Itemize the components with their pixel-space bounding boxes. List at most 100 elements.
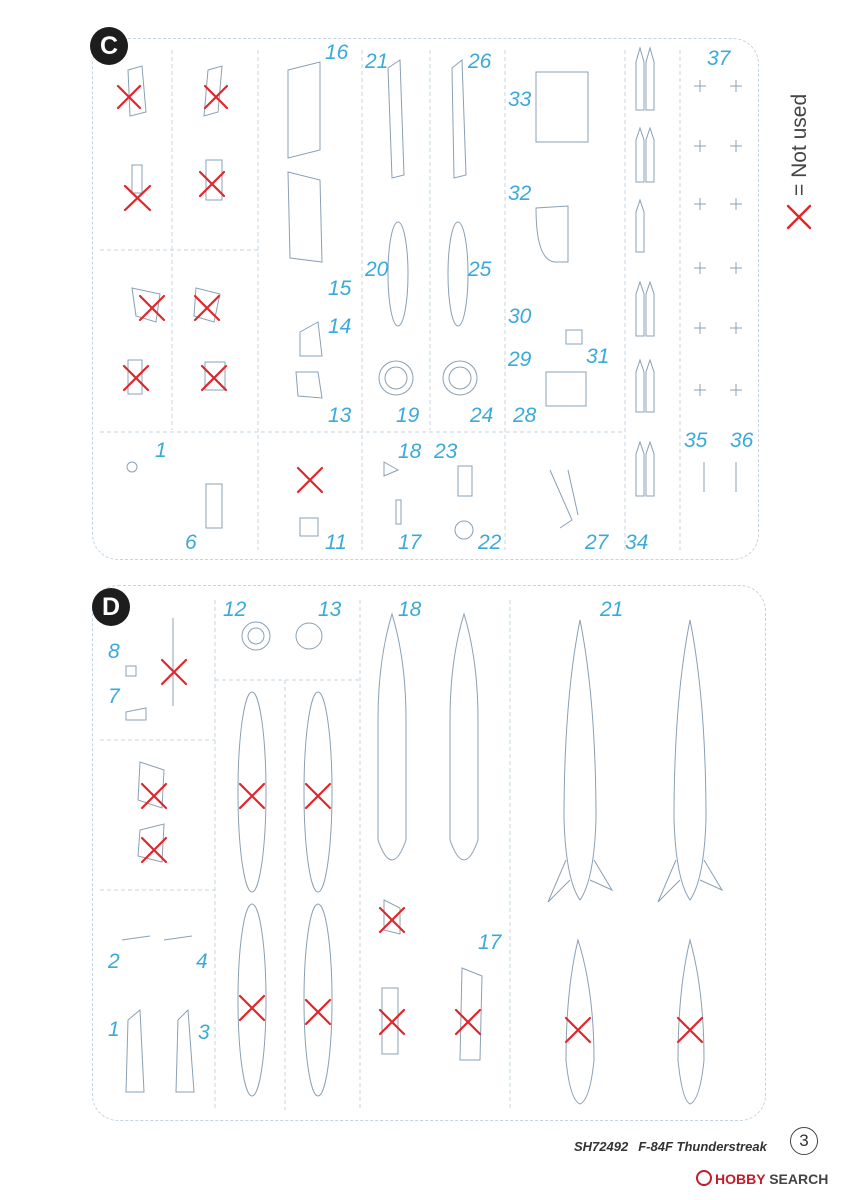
- label-c20: 20: [365, 258, 389, 281]
- part-d-bomb-2: [677, 938, 705, 1105]
- part-d2: [121, 935, 151, 941]
- label-c36: 36: [730, 429, 754, 452]
- label-d13: 13: [318, 598, 342, 621]
- sprue-c-badge: C: [90, 27, 128, 65]
- part-d8: [125, 665, 137, 677]
- label-c30: 30: [508, 305, 532, 328]
- label-c19: 19: [396, 404, 420, 427]
- part-c37: [694, 80, 742, 396]
- part-d-tank-3: [237, 903, 267, 1097]
- label-c13: 13: [328, 404, 352, 427]
- part-d-tank-4: [303, 903, 333, 1097]
- part-c18: [383, 461, 400, 477]
- sprue-d-frame: [92, 585, 766, 1121]
- part-d21-right: [673, 619, 707, 901]
- label-c37: 37: [707, 47, 731, 70]
- not-used-legend-icon: [786, 204, 812, 230]
- label-c14: 14: [328, 315, 352, 338]
- label-c23: 23: [434, 440, 458, 463]
- label-c17: 17: [398, 531, 422, 554]
- label-c6: 6: [185, 531, 197, 554]
- part-d18-left: [377, 612, 407, 861]
- label-d17: 17: [478, 931, 502, 954]
- label-c26: 26: [468, 50, 492, 73]
- watermark-logo-icon: [696, 1170, 712, 1186]
- legend: = Not used: [772, 84, 822, 244]
- label-c16: 16: [325, 41, 349, 64]
- label-d8: 8: [108, 640, 120, 663]
- part-c16: [287, 61, 321, 159]
- label-d1: 1: [108, 1018, 120, 1041]
- part-d-tank-2: [303, 691, 333, 893]
- part-c33: [535, 71, 589, 143]
- label-c1: 1: [155, 439, 167, 462]
- label-c27: 27: [585, 531, 609, 554]
- watermark: HOBBY SEARCH: [696, 1170, 828, 1187]
- label-d21: 21: [600, 598, 624, 621]
- part-c21: [387, 59, 405, 179]
- part-c27: [549, 469, 579, 529]
- page-number: 3: [790, 1127, 818, 1155]
- part-c19: [378, 360, 414, 396]
- watermark-part2: SEARCH: [769, 1171, 829, 1187]
- label-c31: 31: [586, 345, 610, 368]
- label-d12: 12: [223, 598, 247, 621]
- part-d3: [175, 1008, 195, 1093]
- sprue-d-badge: D: [92, 588, 130, 626]
- part-d7: [125, 707, 147, 721]
- part-c25: [447, 221, 469, 327]
- part-c15: [287, 171, 323, 263]
- part-d17: [459, 967, 483, 1061]
- label-c15: 15: [328, 277, 352, 300]
- label-c11: 11: [325, 531, 347, 554]
- part-c26: [451, 58, 467, 179]
- label-c24: 24: [470, 404, 494, 427]
- sprue-c-frame: [92, 38, 759, 560]
- part-d-pylon: [381, 987, 399, 1055]
- footer-title: SH72492 F-84F Thunderstreak: [574, 1139, 767, 1154]
- part-c23: [457, 465, 473, 497]
- part-d12: [241, 621, 271, 651]
- part-c31: [565, 329, 583, 345]
- label-c29: 29: [508, 348, 532, 371]
- part-c32: [535, 205, 569, 263]
- label-d4: 4: [196, 950, 208, 973]
- label-c33: 33: [508, 88, 532, 111]
- part-c14: [299, 321, 323, 357]
- label-c18: 18: [398, 440, 422, 463]
- label-c25: 25: [468, 258, 492, 281]
- part-c17: [395, 499, 402, 525]
- part-c11: [299, 517, 319, 537]
- kit-code: SH72492: [574, 1139, 629, 1154]
- part-d-bomb-1: [565, 938, 595, 1105]
- not-used-marks: [116, 84, 704, 1044]
- label-c34: 34: [625, 531, 649, 554]
- label-d3: 3: [198, 1021, 210, 1044]
- label-c35: 35: [684, 429, 708, 452]
- kit-model: F-84F Thunderstreak: [638, 1139, 767, 1154]
- legend-text: = Not used: [788, 93, 811, 196]
- label-c32: 32: [508, 182, 532, 205]
- label-c28: 28: [513, 404, 537, 427]
- part-c28: [545, 371, 587, 407]
- part-d-tank-1: [237, 691, 267, 893]
- part-d4: [163, 935, 193, 941]
- part-c34: [635, 46, 655, 497]
- part-c13: [295, 371, 323, 399]
- watermark-part1: HOBBY: [715, 1171, 766, 1187]
- part-c1: [126, 461, 138, 473]
- part-c22: [454, 520, 474, 540]
- label-d2: 2: [108, 950, 120, 973]
- label-c22: 22: [478, 531, 502, 554]
- part-d1: [125, 1008, 145, 1093]
- part-d18-right: [449, 612, 479, 861]
- part-d13: [295, 622, 323, 650]
- label-d18: 18: [398, 598, 422, 621]
- label-c21: 21: [365, 50, 389, 73]
- part-d21-left: [563, 619, 597, 901]
- part-c6: [205, 483, 223, 529]
- label-d7: 7: [108, 685, 120, 708]
- part-c20: [387, 221, 409, 327]
- part-c24: [442, 360, 478, 396]
